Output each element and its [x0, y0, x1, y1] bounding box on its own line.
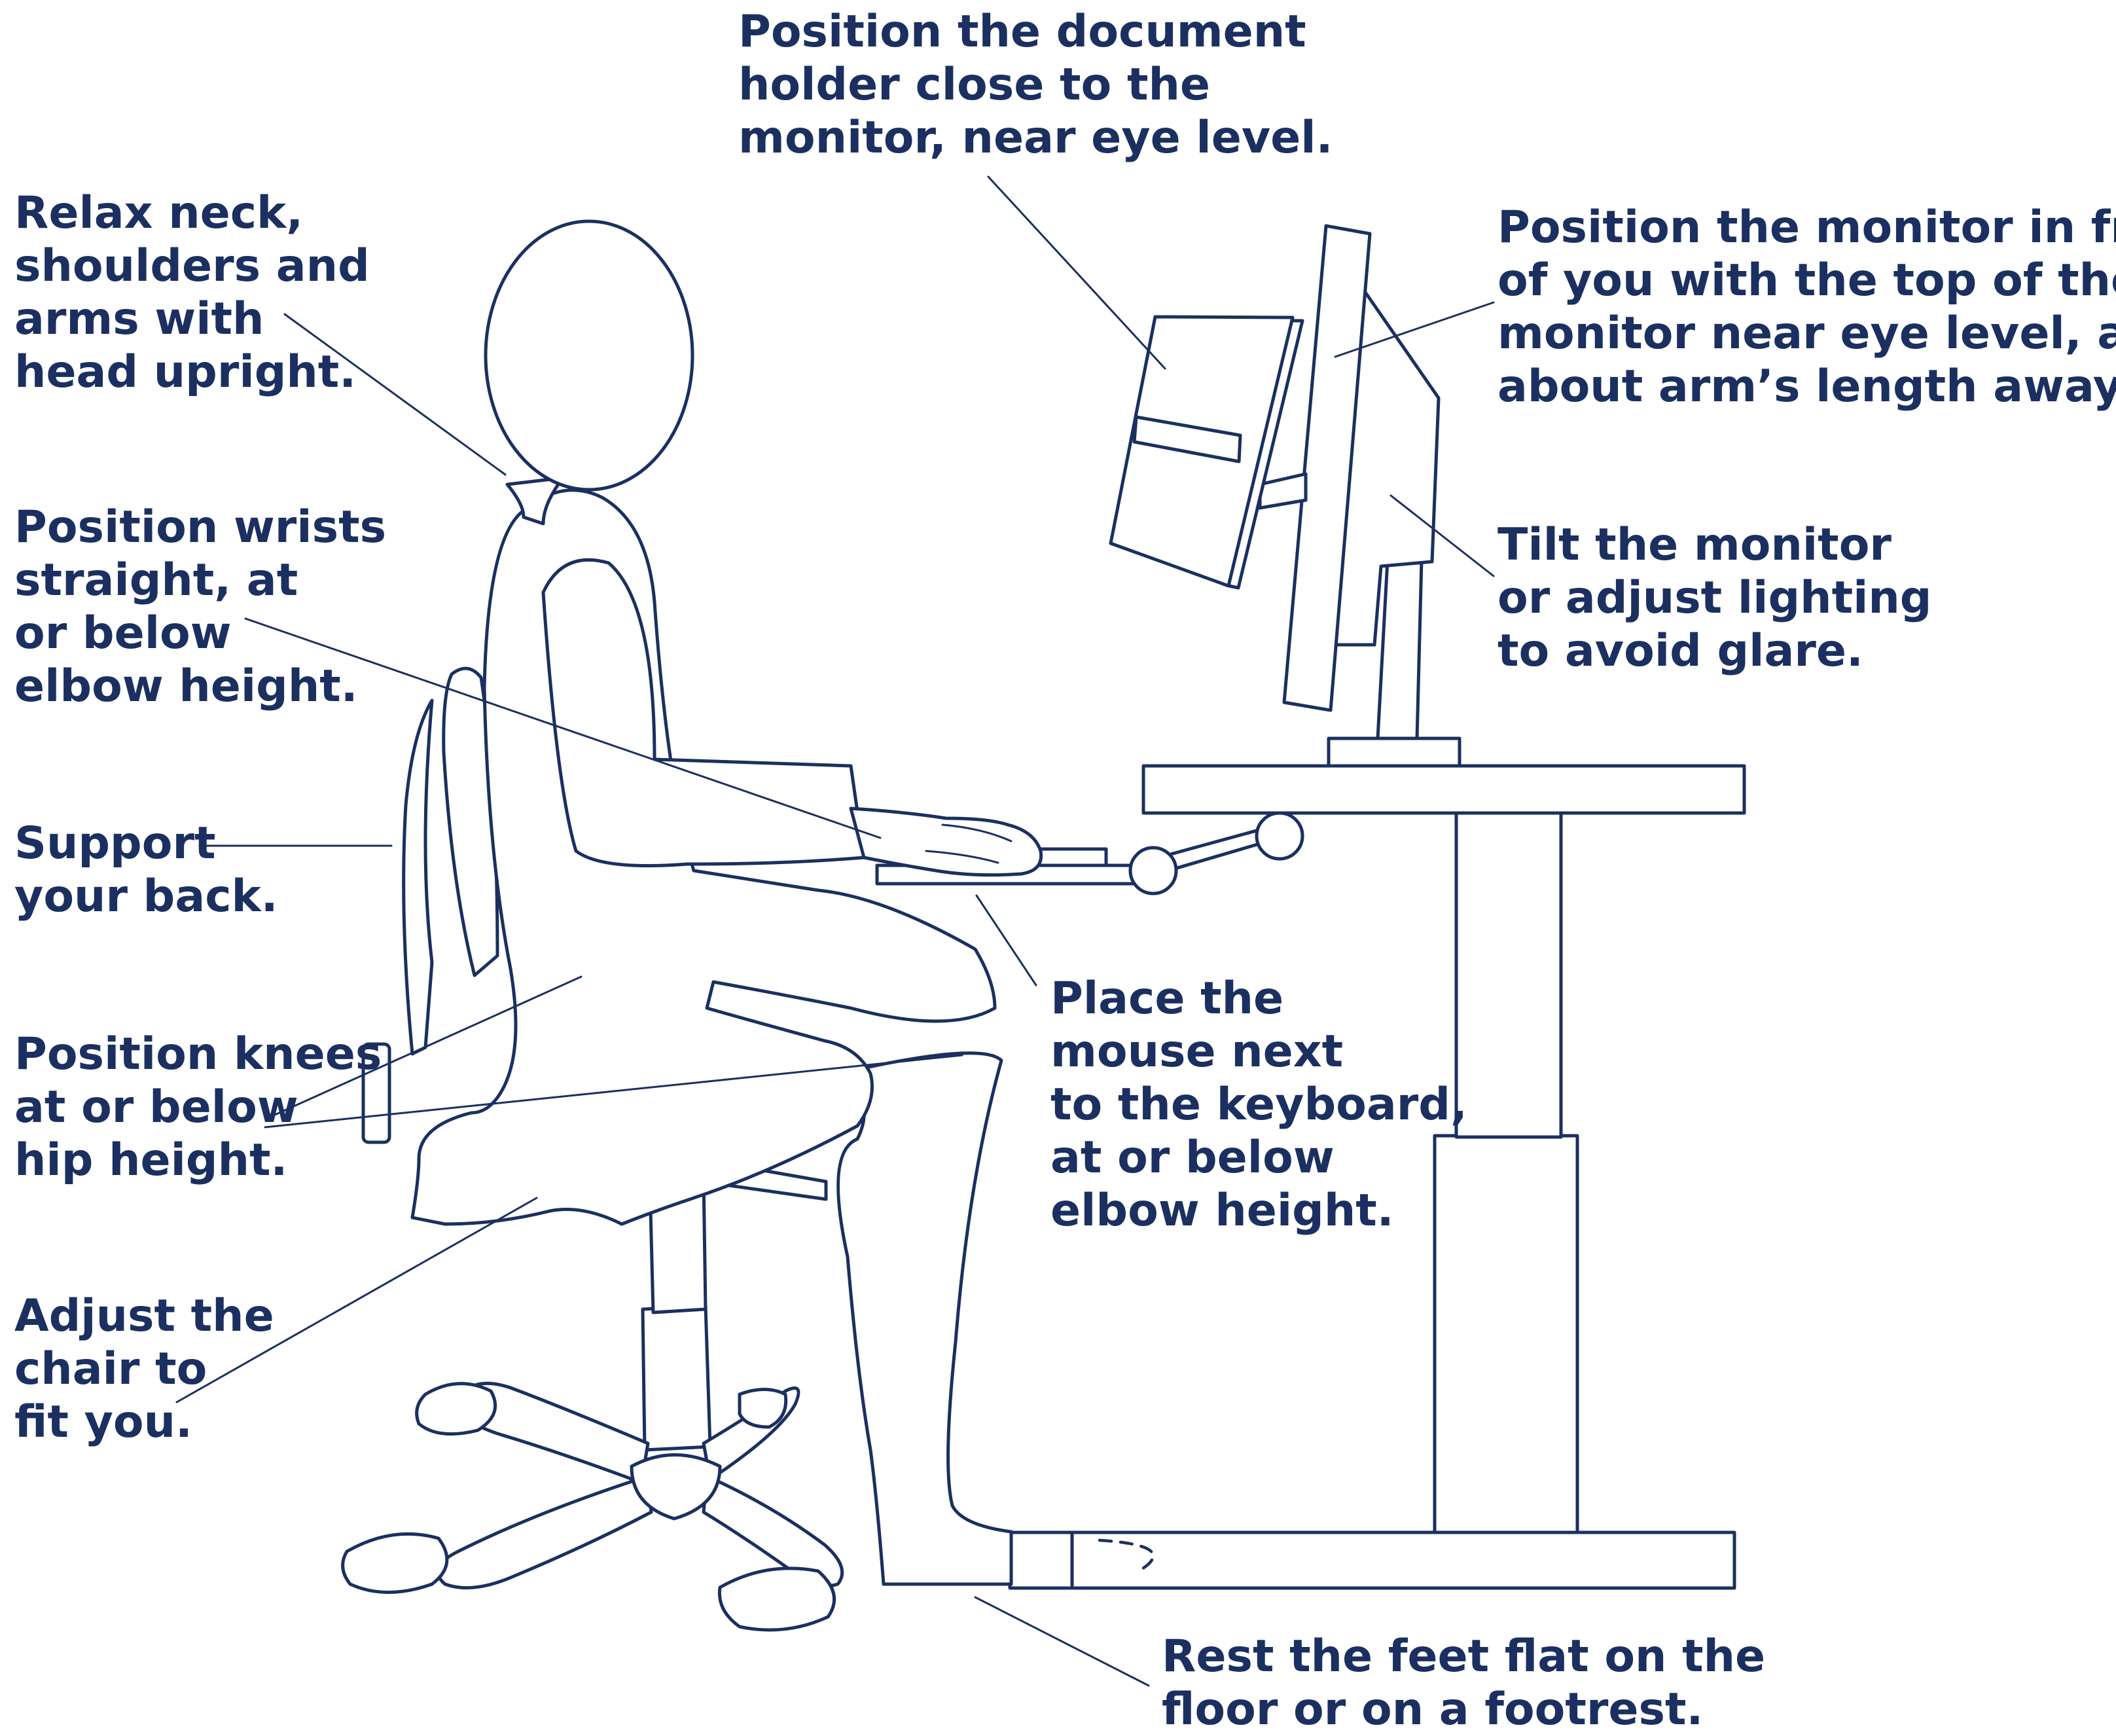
- chair-base-leg-front-left: [438, 1476, 651, 1588]
- person-leg-shin: [838, 1053, 1011, 1584]
- chair-wheel-left: [417, 1384, 495, 1434]
- leader-document-holder: [988, 177, 1165, 369]
- chair-gas-cylinder: [643, 1306, 710, 1450]
- label-relax-neck: Relax neck, shoulders and arms with head…: [14, 187, 370, 399]
- label-tilt-monitor: Tilt the monitor or adjust lighting to a…: [1497, 518, 1931, 678]
- chair-wheel-right: [740, 1390, 786, 1428]
- person: [412, 221, 1041, 1584]
- label-wrists: Position wrists straight, at or below el…: [14, 501, 386, 713]
- emphasis-you: you: [84, 1396, 175, 1448]
- monitor-stand-base: [1329, 738, 1460, 766]
- monitor-stand-neck: [1378, 560, 1422, 738]
- chair-wheel-front-left: [343, 1534, 447, 1592]
- desk-top: [1143, 766, 1744, 813]
- label-feet: Rest the feet flat on the floor or on a …: [1162, 1630, 1765, 1736]
- label-support-back: Support your back.: [14, 817, 278, 923]
- label-adjust-chair: Adjust the chair to fit you.: [14, 1290, 274, 1449]
- leader-feet: [975, 1597, 1149, 1686]
- person-head: [486, 221, 692, 490]
- keyboard: [1037, 849, 1106, 865]
- monitor: [1260, 226, 1460, 766]
- document-holder-arm: [1260, 474, 1306, 508]
- desk-base-foot: [1014, 1532, 1734, 1588]
- chair-wheel-front-right: [719, 1568, 834, 1630]
- tray-arm-joint-front: [1130, 848, 1176, 894]
- label-monitor-position: Position the monitor in front of you wit…: [1497, 201, 2116, 413]
- document-holder: [1111, 317, 1302, 588]
- person-arm: [543, 560, 864, 865]
- label-document-holder: Position the document holder close to th…: [738, 5, 1333, 164]
- label-knees: Position knees at or below hip height.: [14, 1028, 382, 1187]
- tray-arm-joint-rear: [1257, 813, 1302, 859]
- chair-backrest-frame: [404, 700, 432, 1054]
- label-mouse: Place the mouse next to the keyboard, at…: [1050, 972, 1467, 1237]
- desk-column-upper: [1456, 812, 1561, 1137]
- footrest: [1010, 1532, 1072, 1588]
- adjust-chair-line3: fit you.: [14, 1396, 274, 1449]
